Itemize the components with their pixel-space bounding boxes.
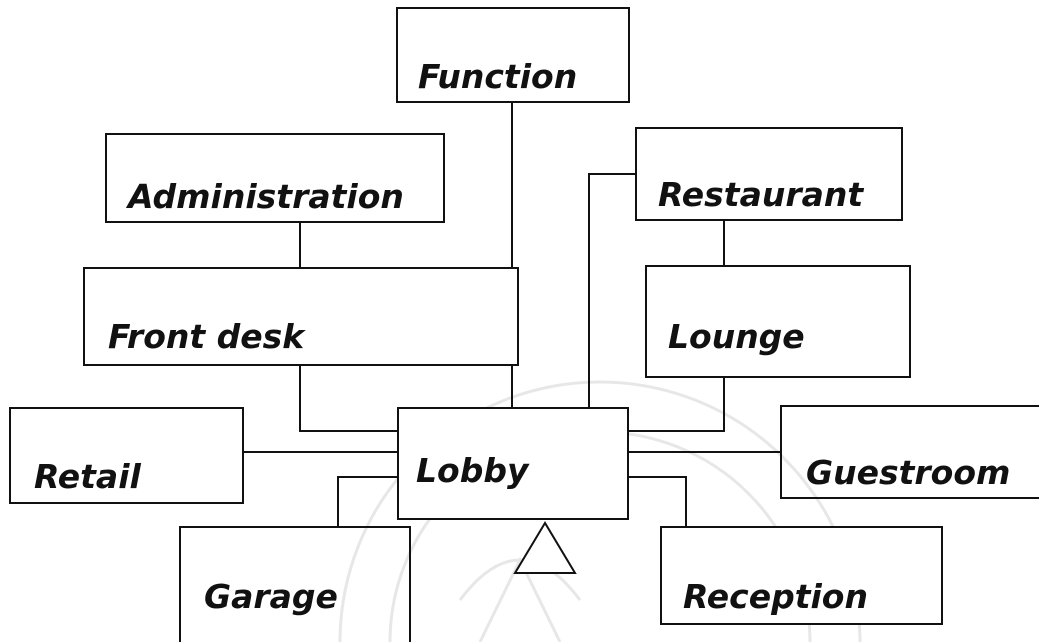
guestroom-label: Guestroom <box>806 453 1010 492</box>
administration-box <box>105 133 445 223</box>
reception-box <box>660 526 943 625</box>
triangle-marker <box>513 521 577 574</box>
node-retail: Retail <box>9 407 244 504</box>
front-desk-label: Front desk <box>108 317 306 356</box>
restaurant-box <box>635 127 903 221</box>
node-guestroom: Guestroom <box>780 405 1039 499</box>
node-administration: Administration <box>105 133 445 223</box>
node-restaurant: Restaurant <box>635 127 903 221</box>
node-front-desk: Front desk <box>83 267 519 366</box>
node-garage: Garage <box>179 526 411 642</box>
restaurant-label: Restaurant <box>658 175 864 214</box>
retail-box <box>9 407 244 504</box>
connector-lounge-lobby <box>628 377 725 432</box>
guestroom-box <box>780 405 1039 499</box>
administration-label: Administration <box>125 177 404 216</box>
front-desk-box <box>83 267 519 366</box>
retail-label: Retail <box>34 457 142 496</box>
connector-frontdesk-lobby <box>299 365 398 432</box>
garage-box <box>179 526 411 642</box>
node-lounge: Lounge <box>645 265 911 378</box>
function-box <box>396 7 630 103</box>
connector-lobby-garage <box>337 476 398 527</box>
lounge-box <box>645 265 911 378</box>
node-function: Function <box>396 7 630 103</box>
node-reception: Reception <box>660 526 943 625</box>
connector-restaurant-lobby <box>588 173 636 408</box>
connector-lines <box>243 102 781 527</box>
reception-label: Reception <box>683 577 868 616</box>
garage-label: Garage <box>204 577 338 616</box>
lounge-label: Lounge <box>668 317 805 356</box>
lobby-label: Lobby <box>416 451 530 490</box>
function-label: Function <box>418 57 577 96</box>
lobby-box <box>397 407 629 520</box>
node-lobby: Lobby <box>397 407 629 520</box>
connector-lobby-reception <box>628 476 687 527</box>
